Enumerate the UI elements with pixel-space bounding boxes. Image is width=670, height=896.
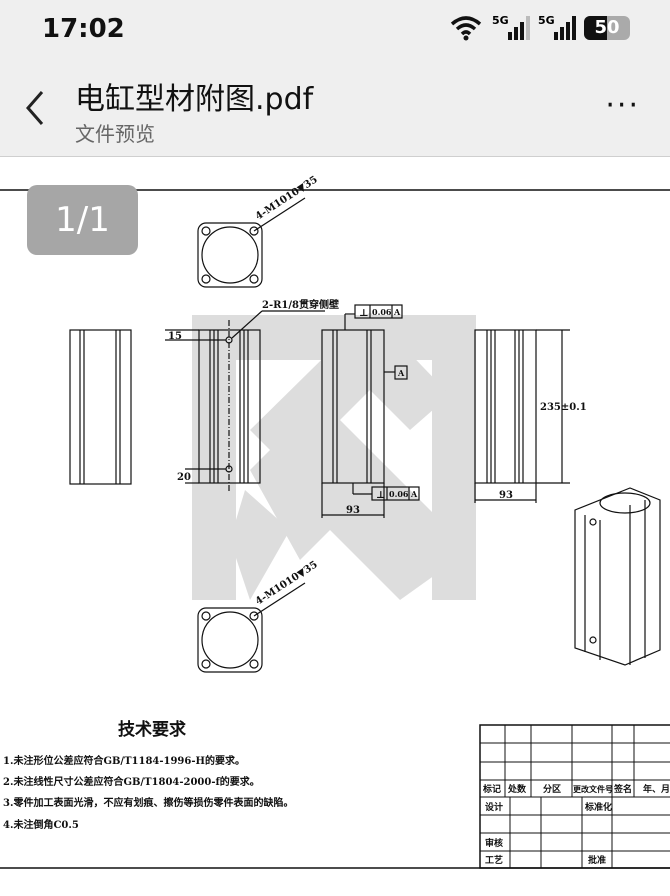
signal-icon: 5G <box>538 14 576 42</box>
isometric-view <box>574 487 661 666</box>
tb-header: 签名 <box>613 783 632 795</box>
requirement-item: 4.未注倒角C0.5 <box>3 818 79 831</box>
tolerance-frame-bottom <box>371 486 420 501</box>
section-label: 4-M1010▼35 <box>254 174 320 222</box>
watermark <box>192 312 476 600</box>
side-view-1 <box>69 329 132 485</box>
tolerance-value: 0.06 <box>372 307 392 317</box>
perpendicularity-symbol: ⊥ <box>359 308 369 319</box>
back-icon[interactable] <box>22 88 52 128</box>
tb-header: 分区 <box>543 783 561 795</box>
width-dim: 93 <box>499 490 513 501</box>
battery-icon: 50 <box>584 16 630 40</box>
status-time: 17:02 <box>42 14 125 44</box>
file-subtitle: 文件预览 <box>75 122 155 146</box>
side-view-3 <box>321 313 395 518</box>
datum-box <box>394 365 408 380</box>
file-title: 电缸型材附图.pdf <box>75 82 314 117</box>
perpendicularity-symbol: ⊥ <box>376 490 386 501</box>
title-block <box>479 724 670 869</box>
hole-note: 2-R1/8贯穿侧壁 <box>262 298 339 311</box>
tb-header: 年、月 <box>643 783 670 795</box>
tb-review: 审核 <box>485 837 503 849</box>
tb-header: 标记 <box>482 783 501 795</box>
dim-15: 15 <box>168 331 182 342</box>
side-view-2 <box>165 310 325 493</box>
tb-approve: 批准 <box>588 854 606 866</box>
section-view-top <box>197 197 306 288</box>
tolerance-value: 0.06 <box>389 489 409 499</box>
wifi-icon <box>450 16 482 41</box>
section-view-bottom <box>197 582 306 673</box>
signal-icon: 5G <box>492 14 530 42</box>
requirement-item: 1.未注形位公差应符合GB/T1184-1996-H的要求。 <box>3 754 245 767</box>
tb-standardize: 标准化 <box>584 801 612 813</box>
length-dim: 235±0.1 <box>540 402 587 413</box>
tb-header: 更改文件号 <box>573 784 613 794</box>
requirement-item: 3.零件加工表面光滑，不应有划痕、擦伤等损伤零件表面的缺陷。 <box>3 796 293 809</box>
tb-design: 设计 <box>485 801 503 813</box>
status-bar: 17:02 5G 5G 50 <box>0 0 670 60</box>
datum-label: A <box>393 307 401 317</box>
datum-label: A <box>397 368 405 378</box>
tolerance-frame-top <box>354 304 403 319</box>
width-dim: 93 <box>346 505 360 516</box>
page-indicator: 1/1 <box>27 185 138 255</box>
side-view-4 <box>474 329 570 503</box>
datum-label: A <box>410 489 418 499</box>
requirement-item: 2.未注线性尺寸公差应符合GB/T1804-2000-f的要求。 <box>3 775 260 788</box>
app-header: 电缸型材附图.pdf 文件预览 ··· <box>0 60 670 157</box>
requirements-title: 技术要求 <box>118 719 186 740</box>
more-options-button[interactable]: ··· <box>605 88 640 123</box>
tb-process: 工艺 <box>485 854 503 866</box>
tb-header: 处数 <box>507 783 527 795</box>
dim-20: 20 <box>177 472 191 483</box>
